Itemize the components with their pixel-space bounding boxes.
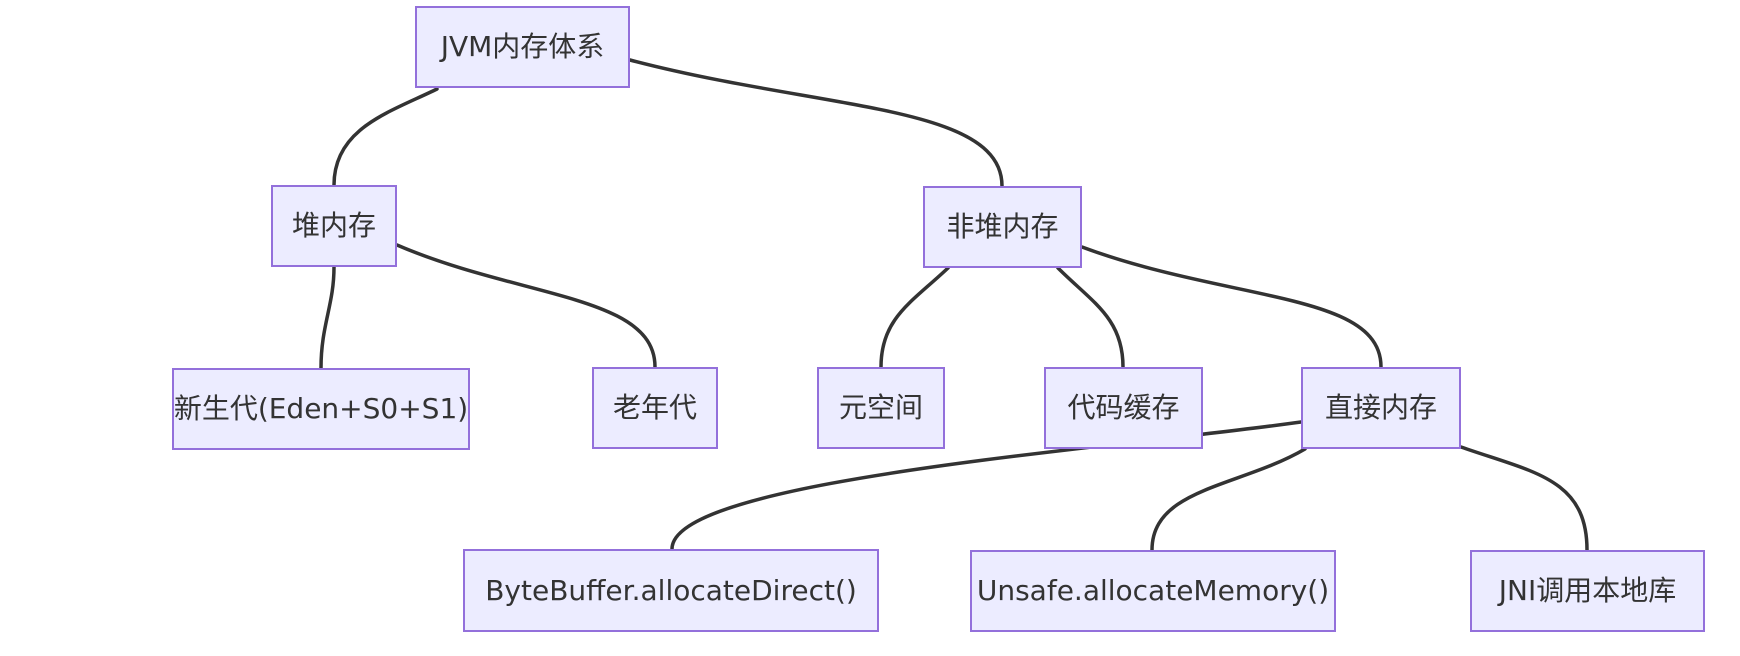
node-nonheap: 非堆内存: [923, 186, 1082, 268]
node-bytebuffer: ByteBuffer.allocateDirect(): [463, 549, 879, 632]
edge-nonheap-metaspace: [879, 266, 950, 369]
edge-direct-bytebuffer: [670, 420, 1303, 551]
node-metaspace: 元空间: [817, 367, 945, 449]
node-unsafe: Unsafe.allocateMemory(): [970, 550, 1336, 632]
node-old: 老年代: [592, 367, 718, 449]
edge-heap-young: [319, 265, 336, 370]
edge-nonheap-codecache: [1056, 266, 1125, 369]
edge-root-nonheap: [628, 58, 1004, 188]
node-direct: 直接内存: [1301, 367, 1461, 449]
edge-root-heap: [332, 87, 439, 187]
node-codecache: 代码缓存: [1044, 367, 1203, 449]
edge-direct-jni: [1459, 445, 1589, 552]
node-root: JVM内存体系: [415, 6, 630, 88]
edge-direct-unsafe: [1150, 447, 1307, 552]
node-young: 新生代(Eden+S0+S1): [172, 368, 470, 450]
edge-heap-old: [395, 243, 657, 369]
node-heap: 堆内存: [271, 185, 397, 267]
node-jni: JNI调用本地库: [1470, 550, 1705, 632]
edge-nonheap-direct: [1080, 245, 1383, 369]
